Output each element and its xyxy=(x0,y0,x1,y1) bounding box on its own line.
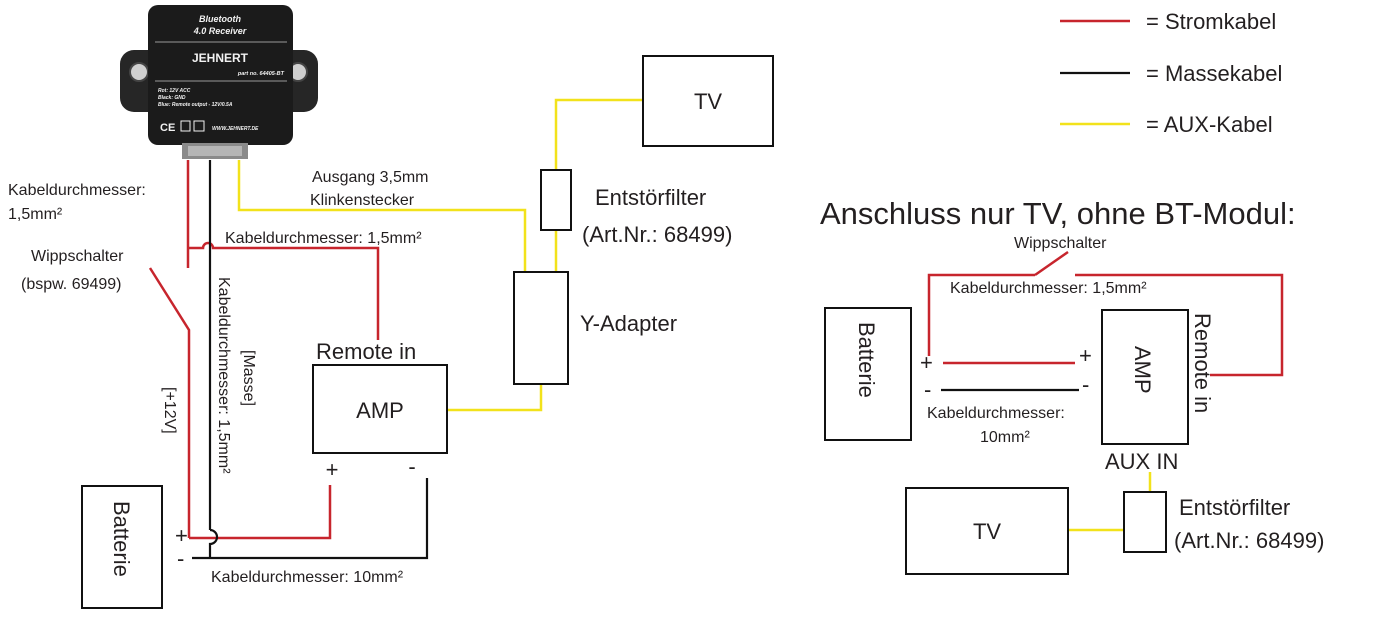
module-ce-mark: CE xyxy=(160,122,175,134)
left-remote-in-label: Remote in xyxy=(316,339,416,364)
legend: = Stromkabel = Massekabel = AUX-Kabel xyxy=(1060,9,1282,137)
right-switch-label: Wippschalter xyxy=(1014,235,1107,252)
right-aux-in-label: AUX IN xyxy=(1105,449,1178,474)
module-title-line2: 4.0 Receiver xyxy=(193,26,247,36)
right-cable-mid-value: 10mm² xyxy=(980,429,1030,446)
left-battery-minus: - xyxy=(177,546,184,571)
left-tv-label: TV xyxy=(694,89,722,114)
right-wires xyxy=(927,250,1284,532)
right-filter-part: (Art.Nr.: 68499) xyxy=(1174,528,1324,553)
legend-ground-label: = Massekabel xyxy=(1146,61,1282,86)
left-ground-label: [Masse] xyxy=(240,350,257,406)
module-brand: JEHNERT xyxy=(192,51,249,65)
left-tv-box xyxy=(642,55,774,147)
bluetooth-module: Bluetooth 4.0 Receiver JEHNERT part no. … xyxy=(120,5,318,159)
left-cable-diameter-label: Kabeldurchmesser: xyxy=(8,182,146,199)
right-filter-label: Entstörfilter xyxy=(1179,495,1290,520)
left-amp-box xyxy=(312,364,448,454)
wire-amp-minus xyxy=(192,478,429,560)
module-body xyxy=(148,5,293,145)
right-amp-minus: - xyxy=(1082,372,1089,397)
wire-switch-12v xyxy=(148,267,191,538)
wire-right-switch-lever xyxy=(1034,250,1069,277)
module-connector-plug xyxy=(188,146,242,156)
module-part-number: part no. 64405-BT xyxy=(237,71,285,77)
left-battery-plus: + xyxy=(175,523,188,548)
wire-aux-output xyxy=(237,160,527,272)
left-battery-box xyxy=(81,485,163,609)
wire-right-remote xyxy=(1075,273,1284,377)
left-amp-label: AMP xyxy=(356,398,404,423)
wire-filter-to-tv xyxy=(554,98,643,170)
left-output-plug: Klinkenstecker xyxy=(310,192,415,209)
left-amp-plus: + xyxy=(326,457,339,482)
left-plus12v-label: [+12V] xyxy=(161,387,178,434)
left-y-adapter-label: Y-Adapter xyxy=(580,311,677,336)
right-tv-box xyxy=(905,487,1069,575)
module-weee-icon xyxy=(180,120,191,132)
left-amp-minus: - xyxy=(408,454,415,479)
wire-right-switch-in xyxy=(927,273,1035,356)
module-spec-line2: Black: GND xyxy=(158,95,186,101)
left-battery-cable-label: Kabeldurchmesser: 10mm² xyxy=(211,569,404,586)
left-switch-label: Wippschalter xyxy=(31,248,124,265)
module-spec-line3: Blue: Remote output - 12V/0.5A xyxy=(158,102,233,108)
right-filter-box xyxy=(1123,491,1167,553)
right-cable-mid-label: Kabeldurchmesser: xyxy=(927,405,1065,422)
left-battery-label: Batterie xyxy=(109,501,134,577)
left-y-adapter-box xyxy=(513,271,569,385)
right-amp-label: AMP xyxy=(1130,346,1155,394)
left-ground-cable-label: Kabeldurchmesser: 1,5mm² xyxy=(215,277,232,474)
left-switch-part: (bspw. 69499) xyxy=(21,276,122,293)
left-filter-label: Entstörfilter xyxy=(595,185,706,210)
wire-remote xyxy=(188,241,380,340)
module-check-icon xyxy=(193,120,205,132)
module-title-line1: Bluetooth xyxy=(199,14,241,24)
right-cable-top-label: Kabeldurchmesser: 1,5mm² xyxy=(950,280,1147,297)
right-remote-in-label: Remote in xyxy=(1190,313,1215,413)
right-battery-label: Batterie xyxy=(854,322,879,398)
right-tv-label: TV xyxy=(973,519,1001,544)
right-amp-plus: + xyxy=(1079,343,1092,368)
wire-ground-bridge xyxy=(208,528,219,558)
right-amp-box xyxy=(1101,309,1189,445)
module-spec-line1: Rot: 12V ACC xyxy=(158,88,191,94)
left-filter-part: (Art.Nr.: 68499) xyxy=(582,222,732,247)
legend-power-label: = Stromkabel xyxy=(1146,9,1276,34)
module-website: WWW.JEHNERT.DE xyxy=(212,126,259,132)
wire-amp-plus xyxy=(189,485,332,540)
right-battery-minus: - xyxy=(924,377,931,402)
right-title: Anschluss nur TV, ohne BT-Modul: xyxy=(820,196,1296,231)
module-hole-left-icon xyxy=(129,62,149,82)
left-cable-top-label: Kabeldurchmesser: 1,5mm² xyxy=(225,230,422,247)
left-cable-diameter-value: 1,5mm² xyxy=(8,206,63,223)
left-wires xyxy=(148,98,643,560)
legend-aux-label: = AUX-Kabel xyxy=(1146,112,1273,137)
right-battery-box xyxy=(824,307,912,441)
left-filter-box xyxy=(540,169,572,231)
left-output-label: Ausgang 3,5mm xyxy=(312,169,429,186)
right-battery-plus: + xyxy=(920,350,933,375)
wire-amp-to-y xyxy=(447,385,543,412)
